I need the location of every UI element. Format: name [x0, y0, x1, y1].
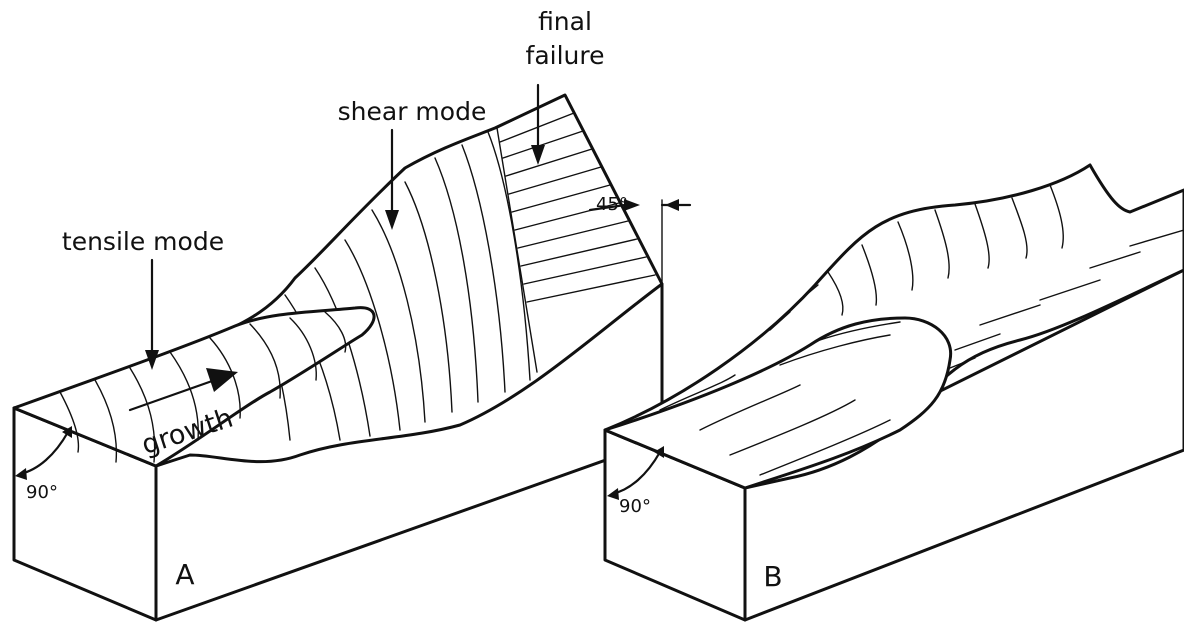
growth-arrow: [128, 368, 238, 412]
specimen-b-side-face: [743, 268, 1184, 622]
label-tensile-mode: tensile mode: [62, 227, 224, 256]
specimen-b: [603, 163, 1184, 622]
label-angle-90-a: 90°: [26, 482, 58, 503]
shear-mode-striations: [259, 127, 538, 441]
label-angle-90-b: 90°: [619, 496, 651, 517]
label-pointers-a: [145, 83, 545, 370]
specimen-b-shear-lines: [769, 184, 1064, 331]
specimen-b-tensile-striations: [659, 321, 901, 476]
specimen-b-hatch: [939, 229, 1184, 373]
specimen-a: [12, 83, 692, 622]
specimen-b-tensile-lobe: [603, 316, 953, 490]
label-final-failure-line1: final: [538, 7, 592, 36]
final-failure-hatching: [496, 94, 656, 303]
label-final-failure-line2: failure: [526, 41, 605, 70]
tensile-mode-striations: [59, 311, 347, 463]
label-panel-b: B: [763, 560, 782, 593]
label-angle-45: 45°: [596, 194, 628, 215]
label-panel-a: A: [175, 558, 194, 591]
label-shear-mode: shear mode: [338, 97, 487, 126]
